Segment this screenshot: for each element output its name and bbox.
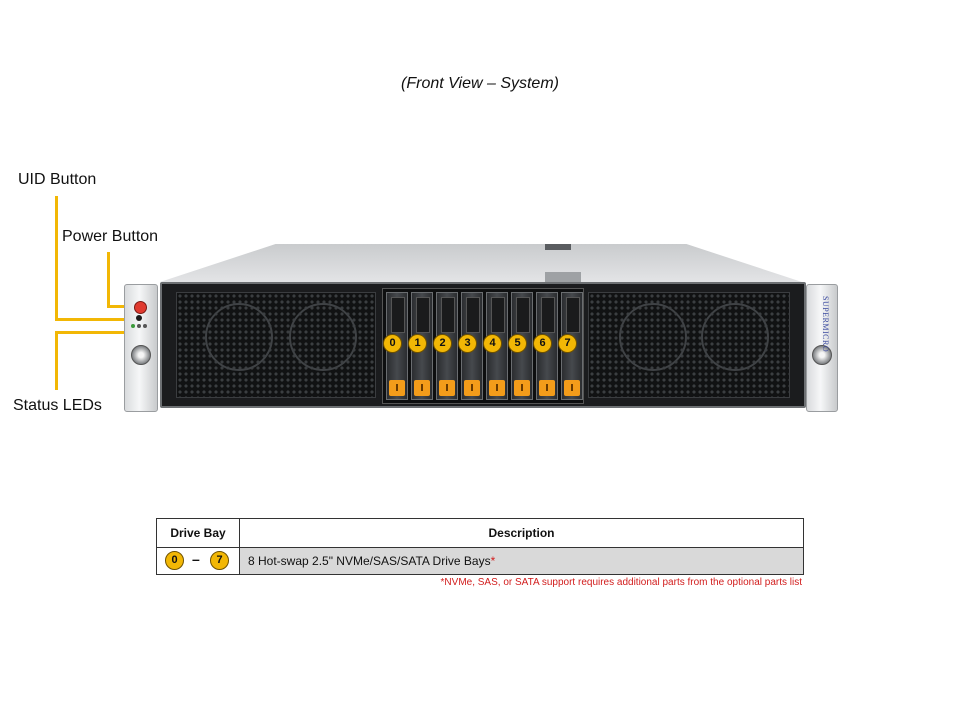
drive-bay-badge-4: 4 (483, 334, 502, 353)
drive-bay-header: Drive Bay (156, 518, 240, 548)
right-rack-ear (806, 284, 838, 412)
power-button-icon[interactable] (134, 301, 147, 314)
drive-latch-icon[interactable] (414, 380, 430, 396)
left-fan-grille (176, 292, 376, 398)
status-led-icon (137, 324, 141, 328)
right-fan-grille (588, 292, 790, 398)
chassis-top-latch (545, 244, 571, 250)
drive-latch-icon[interactable] (564, 380, 580, 396)
drive-bay-range-cell: 0 – 7 (156, 547, 240, 575)
drive-latch-icon[interactable] (489, 380, 505, 396)
drive-bay-badge-0: 0 (383, 334, 402, 353)
uid-button-label: UID Button (18, 171, 97, 188)
drive-bay-badge-2: 2 (433, 334, 452, 353)
fan-icon (289, 303, 357, 371)
fan-icon (205, 303, 273, 371)
status-led-icon (131, 324, 135, 328)
drive-bay-badge-3: 3 (458, 334, 477, 353)
drive-latch-icon[interactable] (514, 380, 530, 396)
description-header: Description (239, 518, 804, 548)
left-rack-ear (124, 284, 158, 412)
description-asterisk: * (490, 554, 496, 568)
chassis-top-tab (545, 272, 581, 282)
right-thumbscrew-icon[interactable] (812, 345, 832, 365)
drive-latch-icon[interactable] (389, 380, 405, 396)
bay-range-start-badge: 0 (165, 551, 184, 570)
drive-bay-badge-5: 5 (508, 334, 527, 353)
drive-bay-badge-7: 7 (558, 334, 577, 353)
status-led-icon (143, 324, 147, 328)
drive-bay-badge-1: 1 (408, 334, 427, 353)
fan-icon (701, 303, 769, 371)
drive-bay-description: 8 Hot-swap 2.5" NVMe/SAS/SATA Drive Bays (248, 554, 491, 568)
chassis-top-panel (160, 244, 802, 282)
table-footnote: *NVMe, SAS, or SATA support requires add… (440, 577, 802, 588)
diagram-title: (Front View – System) (401, 75, 559, 92)
drive-bay-table: Drive Bay Description 0 – 7 8 Hot-swap 2… (156, 518, 804, 575)
drive-latch-icon[interactable] (439, 380, 455, 396)
drive-bay-description-cell: 8 Hot-swap 2.5" NVMe/SAS/SATA Drive Bays… (239, 547, 804, 575)
drive-latch-icon[interactable] (539, 380, 555, 396)
bay-range-end-badge: 7 (210, 551, 229, 570)
table-row: 0 – 7 8 Hot-swap 2.5" NVMe/SAS/SATA Driv… (156, 547, 804, 575)
drive-latch-icon[interactable] (464, 380, 480, 396)
uid-button-icon[interactable] (136, 315, 142, 321)
status-leds-label: Status LEDs (13, 397, 102, 414)
table-header-row: Drive Bay Description (156, 518, 804, 548)
bay-range-dash: – (192, 551, 200, 567)
power-button-label: Power Button (62, 228, 159, 245)
supermicro-logo: SUPERMICRO (821, 296, 830, 353)
left-thumbscrew-icon[interactable] (131, 345, 151, 365)
drive-bay-badge-6: 6 (533, 334, 552, 353)
fan-icon (619, 303, 687, 371)
